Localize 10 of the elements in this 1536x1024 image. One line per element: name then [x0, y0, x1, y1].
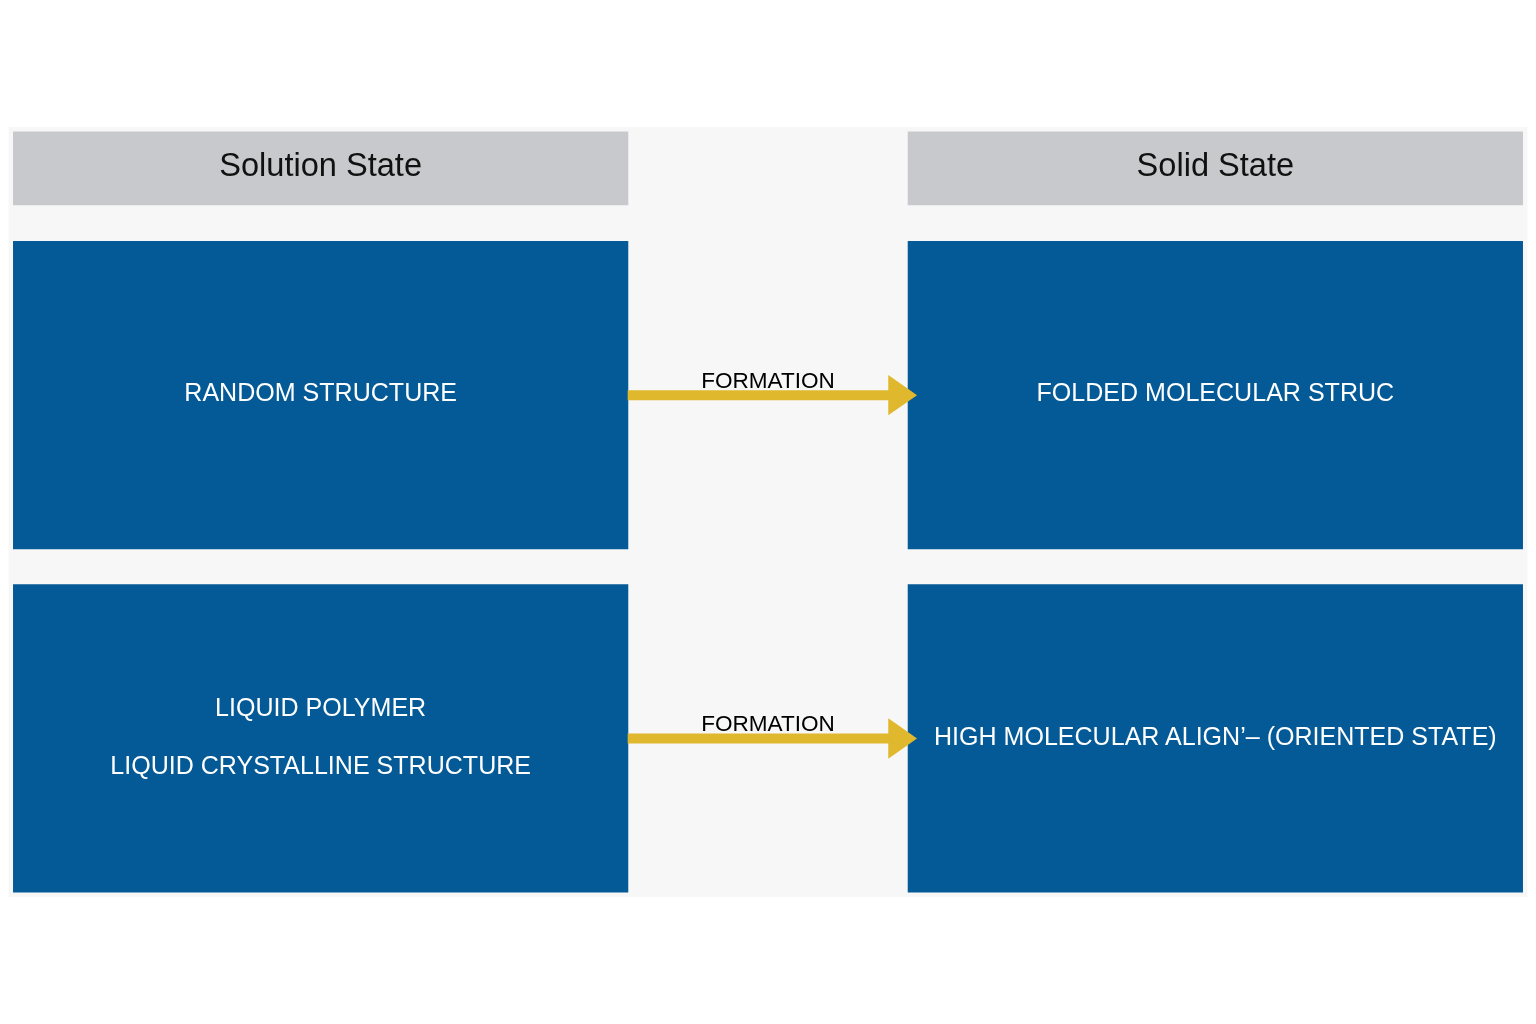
- arrow: [627, 718, 918, 759]
- node-box: FOLDED MOLECULAR STRUC: [907, 241, 1523, 550]
- edge-label: FORMATION: [701, 368, 835, 394]
- node-box: Solid State: [907, 131, 1523, 206]
- edge-label: FORMATION: [701, 711, 835, 737]
- node-box: HIGH MOLECULAR ALIGN’– (ORIENTED STATE): [907, 584, 1523, 893]
- node-box: RANDOM STRUCTURE: [13, 241, 629, 550]
- arrow: [627, 375, 918, 416]
- node-box: LIQUID POLYMER LIQUID CRYSTALLINE STRUCTURE: [13, 584, 629, 893]
- node-box: Solution State: [13, 131, 629, 206]
